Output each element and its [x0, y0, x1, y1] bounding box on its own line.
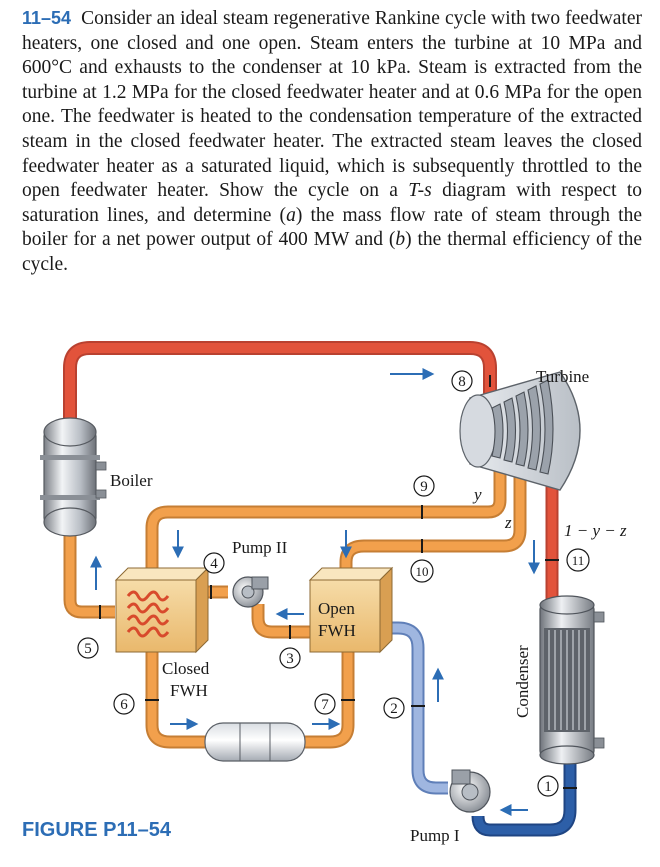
closed-fwh-label-2: FWH: [170, 681, 208, 700]
svg-text:4: 4: [210, 556, 218, 572]
flow-arrows: [90, 368, 540, 816]
open-fwh-label-1: Open: [318, 599, 355, 618]
fraction-y-label: y: [472, 485, 482, 504]
fraction-rest-label: 1 − y − z: [564, 521, 627, 540]
condenser: [539, 595, 605, 765]
boiler: [40, 417, 107, 537]
open-fwh-label-2: FWH: [318, 621, 356, 640]
fraction-z-label: z: [504, 513, 512, 532]
pump-ii: [232, 576, 269, 608]
condenser-label: Condenser: [513, 645, 532, 718]
svg-text:9: 9: [420, 479, 428, 495]
pipe-boiler-to-turbine: [63, 341, 497, 430]
figure-caption: FIGURE P11–54: [22, 819, 172, 841]
state-ticks: [99, 375, 577, 789]
state-9: 9: [413, 475, 435, 497]
turbine: [459, 371, 581, 491]
problem-part-b: b: [395, 229, 406, 251]
throttle-tank: [204, 722, 306, 762]
state-3: 3: [279, 647, 301, 669]
pump-i: [449, 769, 491, 813]
state-6: 6: [113, 693, 135, 715]
boiler-label: Boiler: [110, 471, 153, 490]
svg-text:5: 5: [84, 641, 92, 657]
state-5: 5: [77, 637, 99, 659]
state-8: 8: [451, 370, 473, 392]
pump-i-label: Pump I: [410, 826, 460, 845]
problem-ts: T-s: [408, 180, 432, 202]
pump-ii-label: Pump II: [232, 538, 288, 557]
problem-text-4: ) the thermal efficiency of the cycle.: [22, 229, 642, 275]
closed-fwh-label-1: Closed: [162, 659, 210, 678]
turbine-label: Turbine: [536, 367, 589, 386]
pipe-state-1: [471, 760, 577, 837]
svg-text:2: 2: [390, 701, 398, 717]
problem-text-2: diagram with respect to saturation lines…: [22, 180, 642, 226]
problem-statement: 11–54 Consider an ideal steam regenerati…: [22, 6, 642, 278]
svg-text:7: 7: [321, 697, 329, 713]
svg-text:10: 10: [416, 564, 429, 579]
problem-part-a: a: [286, 204, 296, 226]
svg-text:11: 11: [572, 553, 585, 568]
svg-text:1: 1: [544, 779, 552, 795]
svg-text:6: 6: [120, 697, 128, 713]
svg-text:8: 8: [458, 374, 466, 390]
state-11: 11: [566, 548, 590, 572]
state-7: 7: [314, 693, 336, 715]
problem-text-1: Consider an ideal steam regenerative Ran…: [22, 8, 643, 202]
problem-number: 11–54: [22, 8, 72, 28]
pipe-state-5: [63, 525, 115, 619]
svg-text:3: 3: [286, 651, 294, 667]
state-4: 4: [203, 552, 225, 574]
open-fwh: [308, 566, 394, 654]
state-1: 1: [537, 775, 559, 797]
closed-fwh: [114, 566, 210, 654]
problem-text-3: ) the mass flow rate of steam through th…: [22, 204, 642, 251]
state-2: 2: [383, 697, 405, 719]
state-10: 10: [410, 559, 434, 583]
